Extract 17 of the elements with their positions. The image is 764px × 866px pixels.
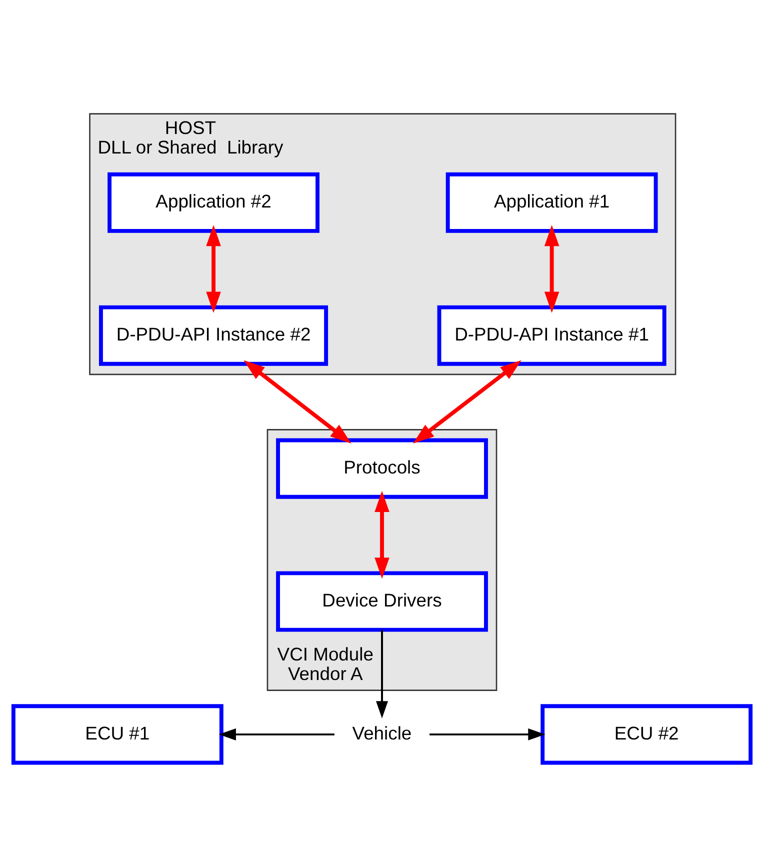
arrow — [244, 360, 352, 444]
node-text: Vehicle — [352, 722, 412, 744]
arrow — [412, 360, 522, 444]
arrow — [374, 490, 390, 579]
arrow — [430, 728, 546, 740]
node-box: D-PDU-API Instance #1 — [437, 305, 666, 366]
arrow — [218, 728, 334, 740]
arrow — [206, 224, 221, 313]
arrow — [376, 630, 388, 718]
arrow — [544, 224, 560, 313]
node-box: Application #1 — [446, 172, 658, 233]
node-box: ECU #2 — [540, 704, 753, 765]
node-box: Protocols — [276, 438, 488, 499]
node-box: Device Drivers — [276, 571, 488, 632]
node-box: Application #2 — [108, 172, 320, 233]
node-box: D-PDU-API Instance #2 — [99, 305, 328, 366]
node-box: ECU #1 — [11, 704, 224, 765]
